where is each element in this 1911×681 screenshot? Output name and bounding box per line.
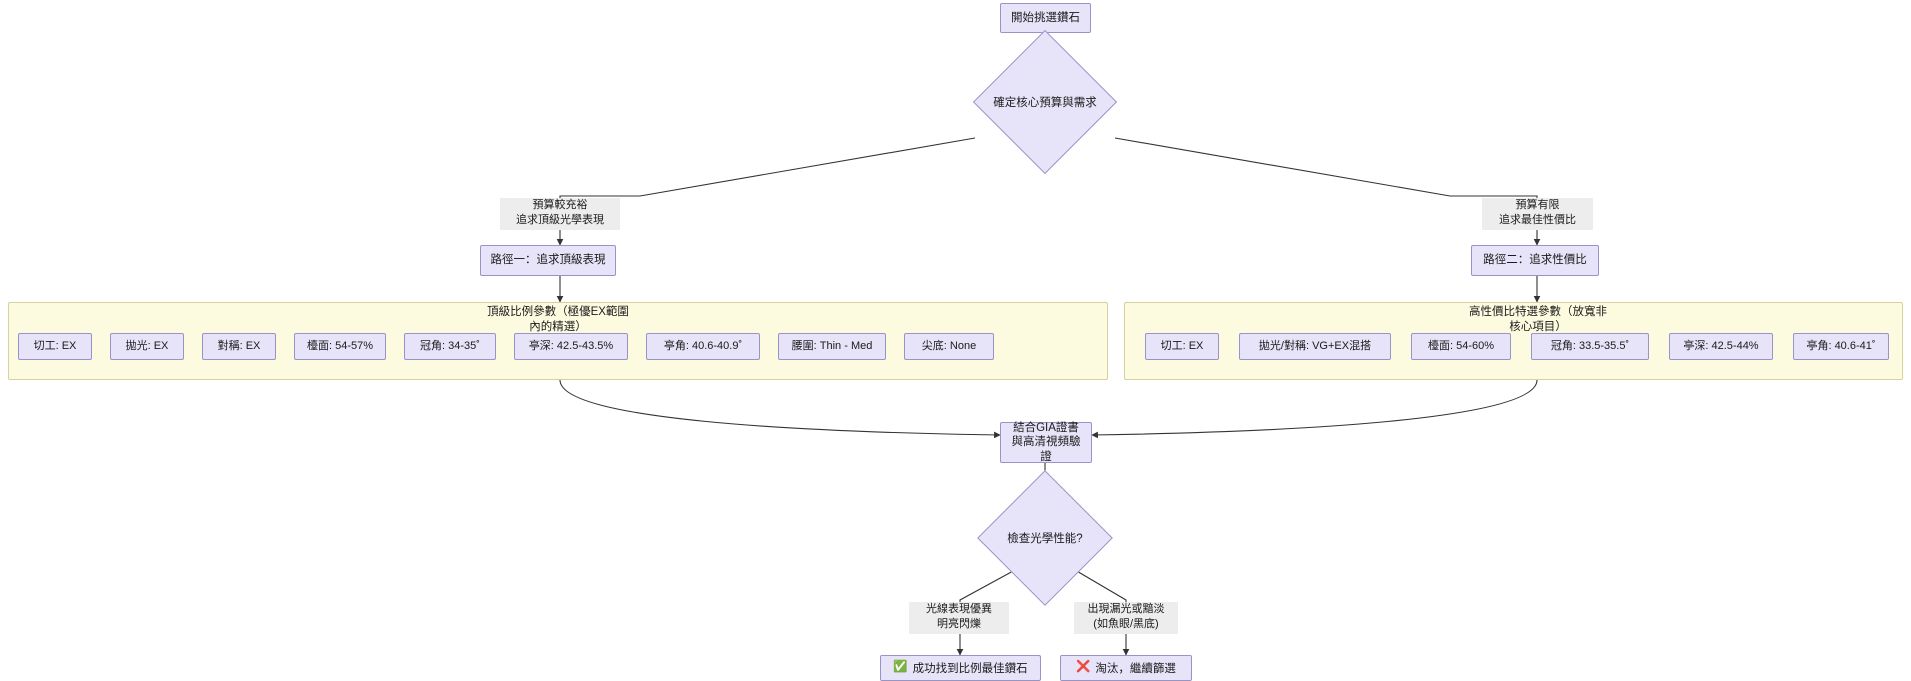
node-path-one-label: 路徑一：追求頂級表現 — [490, 254, 606, 267]
node-param-table-left[interactable]: 檯面: 54-57% — [294, 333, 386, 360]
node-result-fail[interactable]: ❌ 淘汰，繼續篩選 — [1060, 655, 1192, 681]
node-param-crown-angle-right-label: 冠角: 33.5-35.5˚ — [1550, 339, 1630, 352]
node-start-label: 開始挑選鑽石 — [1011, 11, 1080, 24]
node-param-pavilion-depth-right[interactable]: 亭深: 42.5-44% — [1669, 333, 1773, 360]
node-param-cut-left-label: 切工: EX — [33, 339, 77, 352]
node-result-success-label: 成功找到比例最佳鑽石 — [912, 663, 1028, 675]
node-param-table-left-label: 檯面: 54-57% — [306, 339, 374, 352]
edge-budget-to-left — [556, 137, 976, 246]
node-param-symmetry-left-label: 對稱: EX — [217, 339, 261, 352]
edge-label-optics-pass: 光線表現優異 明亮閃爍 — [909, 602, 1009, 634]
node-param-polish-left[interactable]: 拋光: EX — [110, 333, 184, 360]
node-decision-optics-label: 檢查光學性能? — [1007, 533, 1083, 545]
node-param-cut-right[interactable]: 切工: EX — [1145, 333, 1219, 360]
node-start[interactable]: 開始挑選鑽石 — [1000, 3, 1091, 33]
node-param-culet-left-label: 尖底: None — [921, 339, 977, 352]
node-param-girdle-left[interactable]: 腰圍: Thin - Med — [778, 333, 886, 360]
node-result-fail-label: 淘汰，繼續篩選 — [1095, 663, 1176, 675]
node-merge-verification-label: 結合GIA證書 與高清視頻驗證 — [1011, 421, 1081, 463]
node-param-table-right-label: 檯面: 54-60% — [1427, 339, 1495, 352]
node-param-polish-symmetry-right-label: 拋光/對稱: VG+EX混搭 — [1258, 339, 1372, 352]
node-param-pavilion-depth-right-label: 亭深: 42.5-44% — [1683, 339, 1759, 352]
node-path-two-label: 路徑二：追求性價比 — [1483, 254, 1587, 267]
node-param-cut-right-label: 切工: EX — [1160, 339, 1204, 352]
subgraph-value-title: 高性價比特選參數（放寬非 核心項目） — [1469, 306, 1607, 333]
node-param-crown-angle-left-label: 冠角: 34-35˚ — [420, 339, 480, 352]
node-param-pavilion-depth-left-label: 亭深: 42.5-43.5% — [528, 339, 614, 352]
node-path-one[interactable]: 路徑一：追求頂級表現 — [480, 245, 616, 276]
node-param-girdle-left-label: 腰圍: Thin - Med — [791, 339, 873, 352]
subgraph-top-tier-title: 頂級比例參數（極優EX範圍 內的精選） — [487, 306, 629, 333]
edge-label-optics-fail: 出現漏光或黯淡 (如魚眼/黑底) — [1074, 602, 1178, 634]
node-result-success[interactable]: ✅ 成功找到比例最佳鑽石 — [880, 655, 1041, 681]
node-param-crown-angle-right[interactable]: 冠角: 33.5-35.5˚ — [1531, 333, 1649, 360]
node-param-pavilion-angle-left[interactable]: 亭角: 40.6-40.9˚ — [646, 333, 760, 360]
edge-params1-to-merge — [559, 379, 1001, 439]
edge-params2-to-merge — [1091, 379, 1538, 439]
node-param-table-right[interactable]: 檯面: 54-60% — [1411, 333, 1511, 360]
node-path-two[interactable]: 路徑二：追求性價比 — [1471, 245, 1599, 276]
node-param-pavilion-angle-right[interactable]: 亭角: 40.6-41˚ — [1793, 333, 1889, 360]
node-param-crown-angle-left[interactable]: 冠角: 34-35˚ — [404, 333, 496, 360]
node-param-polish-symmetry-right[interactable]: 拋光/對稱: VG+EX混搭 — [1239, 333, 1391, 360]
edge-label-left-branch: 預算較充裕 追求頂級光學表現 — [500, 198, 620, 230]
node-param-symmetry-left[interactable]: 對稱: EX — [202, 333, 276, 360]
node-param-pavilion-depth-left[interactable]: 亭深: 42.5-43.5% — [514, 333, 628, 360]
edge-budget-to-right — [1114, 137, 1541, 246]
node-param-polish-left-label: 拋光: EX — [125, 339, 169, 352]
node-decision-optics[interactable]: 檢查光學性能? — [977, 470, 1113, 606]
node-decision-budget[interactable]: 確定核心預算與需求 — [972, 29, 1118, 175]
node-param-cut-left[interactable]: 切工: EX — [18, 333, 92, 360]
edge-label-right-branch: 預算有限 追求最佳性價比 — [1482, 198, 1593, 230]
success-check-icon: ✅ — [893, 661, 908, 674]
node-param-pavilion-angle-right-label: 亭角: 40.6-41˚ — [1806, 339, 1876, 352]
node-merge-verification[interactable]: 結合GIA證書 與高清視頻驗證 — [1000, 422, 1092, 463]
node-decision-budget-label: 確定核心預算與需求 — [993, 97, 1097, 109]
node-param-culet-left[interactable]: 尖底: None — [904, 333, 994, 360]
fail-cross-icon: ❌ — [1076, 661, 1091, 674]
node-param-pavilion-angle-left-label: 亭角: 40.6-40.9˚ — [663, 339, 743, 352]
